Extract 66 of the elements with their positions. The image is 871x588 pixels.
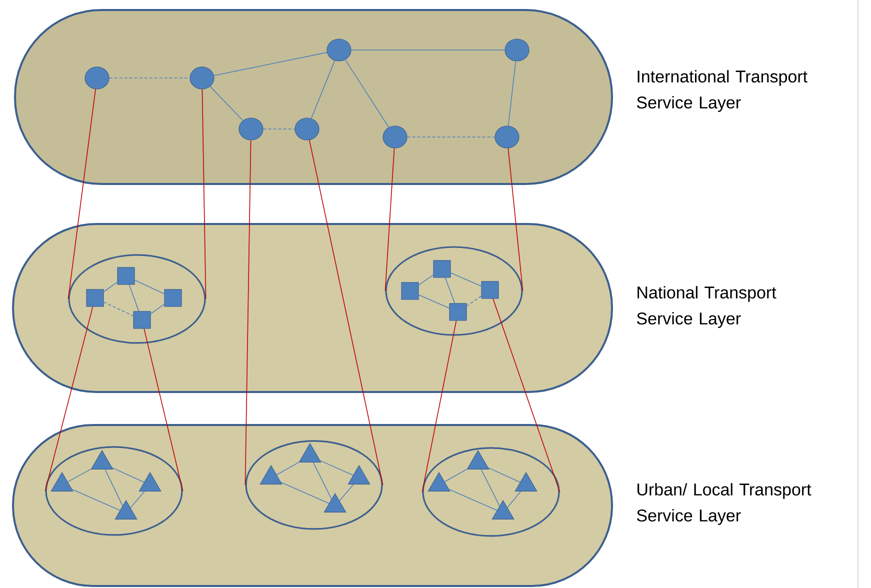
link-line: [134, 280, 165, 294]
link-line: [310, 60, 336, 119]
link-line: [210, 86, 244, 121]
circle-node: [494, 126, 520, 148]
link-line: [444, 277, 456, 304]
link-line: [262, 128, 296, 130]
circle-node: [190, 66, 214, 90]
link-line: [444, 468, 468, 482]
cluster-ellipse: [45, 446, 183, 536]
cluster-ellipse: [68, 254, 206, 344]
cluster-ellipse: [385, 246, 523, 336]
circle-node: [504, 38, 530, 62]
link-line: [448, 489, 498, 511]
link-line: [214, 52, 328, 76]
connector-line: [202, 88, 206, 300]
link-line: [112, 467, 144, 483]
link-line: [450, 272, 482, 287]
connector-line: [384, 148, 395, 292]
square-node: [117, 267, 135, 285]
link-line: [103, 302, 134, 316]
cluster-ellipse: [245, 440, 383, 530]
link-line: [418, 294, 450, 309]
square-node: [481, 281, 499, 299]
link-line: [418, 274, 434, 286]
connector-line: [244, 140, 252, 486]
connector-line: [422, 320, 457, 492]
link-line: [312, 462, 332, 500]
square-node: [433, 260, 451, 278]
layer-label: National Transport Service Layer: [636, 286, 776, 328]
link-line: [72, 489, 120, 511]
circle-node: [294, 118, 320, 140]
connector-line: [492, 298, 560, 492]
link-line: [480, 469, 500, 506]
layer-label: Urban/ Local Transport Service Layer: [636, 483, 812, 525]
square-node: [86, 289, 104, 307]
connector-line: [308, 140, 384, 486]
circle-node: [238, 118, 264, 140]
square-node: [164, 289, 182, 307]
layer-label: International Transport Service Layer: [636, 70, 808, 112]
link-line: [344, 59, 390, 128]
link-line: [339, 484, 354, 502]
connector-line: [44, 306, 94, 492]
link-line: [276, 462, 300, 476]
cluster-ellipse: [422, 447, 560, 537]
link-line: [128, 284, 140, 312]
circle-node: [84, 66, 110, 90]
link-line: [466, 296, 482, 306]
connector-line: [144, 328, 184, 492]
connector-line: [508, 148, 524, 292]
connector-line: [68, 88, 96, 300]
link-line: [67, 468, 92, 482]
link-line: [507, 491, 522, 508]
link-line: [104, 469, 123, 506]
circle-node: [382, 126, 408, 148]
link-line: [150, 304, 165, 314]
square-node: [133, 311, 151, 329]
circle-node: [326, 38, 352, 62]
square-node: [449, 303, 467, 321]
link-line: [130, 491, 145, 508]
link-line: [280, 482, 330, 504]
link-line: [406, 136, 496, 138]
link-line: [488, 467, 520, 483]
link-line: [103, 282, 118, 292]
square-node: [401, 282, 419, 300]
link-line: [508, 60, 516, 126]
link-line: [320, 460, 354, 476]
